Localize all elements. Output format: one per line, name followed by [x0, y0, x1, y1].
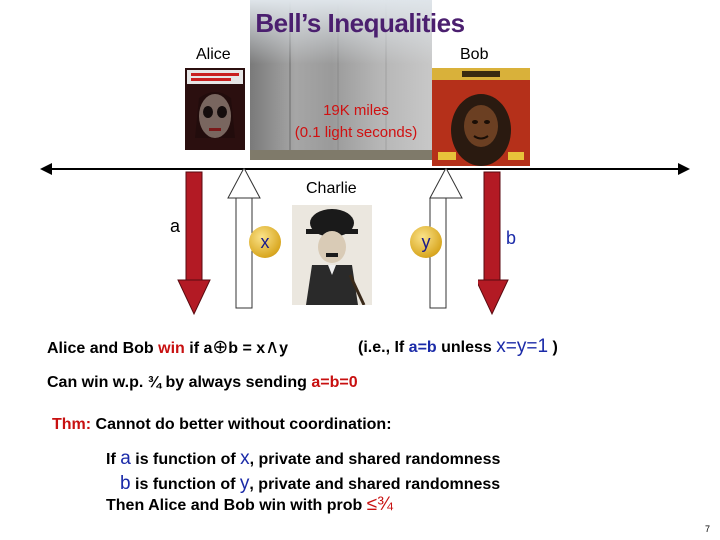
ie-prefix: (i.e., If	[358, 339, 409, 356]
page-number: 7	[705, 524, 710, 534]
ie-end: )	[548, 339, 558, 356]
conclusion-text: Then Alice and Bob win with prob	[106, 497, 367, 514]
distance-miles: 19K miles	[268, 100, 444, 122]
alice-output-arrow-icon	[178, 172, 210, 314]
input-x-coin: x	[249, 226, 281, 258]
alice-label: Alice	[196, 46, 231, 64]
alice-output-a: a	[170, 216, 180, 237]
charlie-photo	[292, 205, 372, 305]
alice-album-cover	[185, 68, 245, 150]
win-text-3: b = x	[228, 340, 265, 357]
bob-label: Bob	[460, 46, 488, 64]
prob-value: a=b=0	[311, 374, 357, 391]
theorem-text: Cannot do better without coordination:	[91, 416, 391, 433]
win-text-4: y	[279, 340, 288, 357]
and-symbol: ∧	[265, 337, 279, 358]
cond-a-end: , private and shared randomness	[250, 451, 501, 468]
win-word: win	[158, 340, 185, 357]
cond-a-if: If	[106, 451, 120, 468]
win-condition: Alice and Bob win if a⊕b = x∧y	[47, 336, 288, 359]
slide-title: Bell’s Inequalities	[0, 8, 720, 39]
arrow-right-icon	[678, 163, 690, 175]
condition-a: If a is function of x, private and share…	[106, 448, 500, 470]
cond-a-x: x	[240, 448, 250, 469]
theorem-label: Thm:	[52, 416, 91, 433]
bob-output-b: b	[506, 228, 516, 249]
cond-b-mid: is function of	[131, 476, 240, 493]
cond-a-mid: is function of	[131, 451, 240, 468]
probability-line: Can win w.p. ¾ by always sending a=b=0	[47, 374, 358, 392]
theorem-line: Thm: Cannot do better without coordinati…	[52, 416, 392, 434]
xor-symbol: ⊕	[212, 337, 228, 358]
win-explanation: (i.e., If a=b unless x=y=1 )	[358, 336, 558, 358]
distance-label: 19K miles (0.1 light seconds)	[268, 100, 444, 144]
arrow-left-icon	[40, 163, 52, 175]
prob-prefix: Can win w.p. ¾ by always sending	[47, 374, 311, 391]
probability-bound: ≤¾	[367, 494, 393, 515]
ie-mid: unless	[437, 339, 497, 356]
distance-light-seconds: (0.1 light seconds)	[268, 122, 444, 144]
cond-b-y: y	[240, 473, 250, 494]
conclusion-line: Then Alice and Bob win with prob ≤¾	[106, 494, 393, 516]
cond-b-end: , private and shared randomness	[249, 476, 500, 493]
win-text-2: if a	[185, 340, 213, 357]
cond-b-var: b	[120, 473, 131, 494]
win-text-1: Alice and Bob	[47, 340, 158, 357]
ie-ab: a=b	[409, 339, 437, 356]
bob-album-cover	[432, 68, 530, 166]
condition-b: b is function of y, private and shared r…	[120, 473, 500, 495]
input-y-coin: y	[410, 226, 442, 258]
ie-xy: x=y=1	[496, 336, 548, 357]
cond-a-var: a	[120, 448, 131, 469]
bob-output-b-text: b	[506, 228, 516, 248]
